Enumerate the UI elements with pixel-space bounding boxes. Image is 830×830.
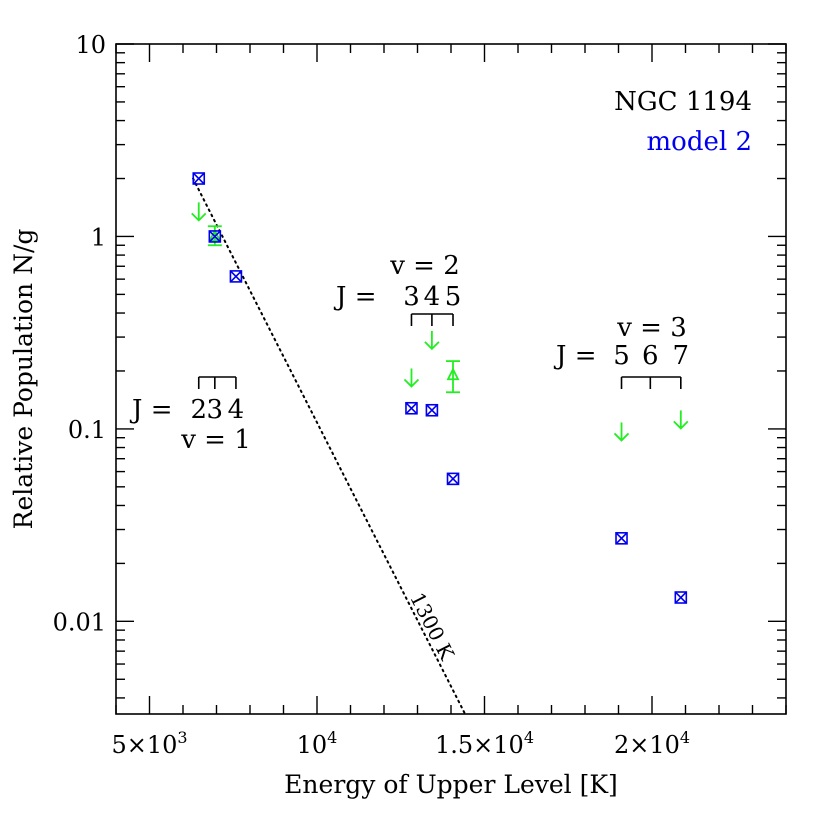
annotation-v-label: v = 2	[389, 251, 460, 281]
upper-limit-arrow	[403, 368, 420, 388]
legend-entry-model2: model 2	[647, 127, 752, 157]
y-tick-label: 0.01	[53, 608, 106, 636]
y-tick-labels: 10 1 0.1 0.01	[53, 31, 106, 636]
upper-limit-arrow	[613, 422, 630, 442]
model-point	[425, 403, 439, 417]
upper-limit-arrow	[191, 202, 207, 222]
annotation-j-value: 5	[445, 282, 462, 312]
annotation-j-value: 7	[673, 341, 690, 371]
annotation-j-value: 5	[613, 341, 630, 371]
annotation-v-label: v = 3	[616, 313, 687, 343]
annotation-j-value: 4	[228, 395, 245, 425]
model-point	[405, 401, 418, 415]
annotation-j-prefix: J =	[333, 282, 376, 312]
y-tick-label: 1	[91, 223, 106, 251]
model-point	[208, 230, 222, 243]
model-point	[615, 532, 628, 545]
model-point	[674, 591, 688, 604]
upper-limit-arrow	[424, 330, 440, 351]
annotation-j-value: 3	[207, 395, 224, 425]
fit-line-label: 1300 K	[405, 588, 460, 664]
axis-ticks	[115, 43, 787, 714]
model-point	[192, 172, 206, 185]
y-tick-label: 0.1	[68, 416, 106, 444]
detection-point	[446, 360, 461, 394]
observed-series	[191, 202, 689, 442]
x-tick-label: 2×104	[614, 728, 690, 759]
fit-line	[192, 177, 467, 715]
model-series	[192, 172, 688, 604]
annotation-j-value: 2	[190, 395, 207, 425]
model-point	[446, 472, 460, 486]
x-tick-labels: 5×103 104 1.5×104 2×104	[111, 728, 690, 759]
x-axis-label: Energy of Upper Level [K]	[284, 770, 618, 799]
annotation-j-value: 4	[424, 282, 441, 312]
y-axis-label: Relative Population N/g	[9, 229, 38, 530]
annotation-v-label: v = 1	[180, 425, 251, 455]
x-tick-label: 5×103	[111, 728, 187, 759]
annotation-j-value: 6	[642, 341, 659, 371]
annotation-j-prefix: J =	[129, 395, 172, 425]
x-tick-label: 1.5×104	[435, 728, 534, 759]
y-tick-label: 10	[75, 31, 106, 59]
model-point	[229, 270, 243, 283]
x-tick-label: 104	[297, 728, 338, 759]
legend-entry-ngc1194: NGC 1194	[614, 87, 752, 117]
upper-limit-arrow	[673, 410, 689, 430]
annotation-j-prefix: J =	[553, 341, 596, 371]
annotation-j-value: 3	[403, 282, 420, 312]
legend: NGC 1194 model 2	[614, 87, 752, 157]
